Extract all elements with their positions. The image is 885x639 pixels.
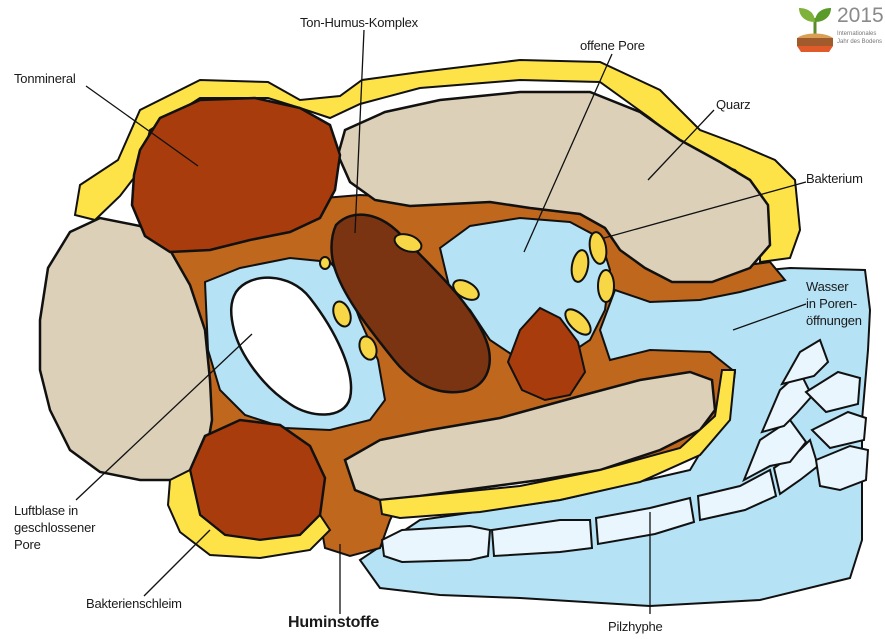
- logo-line-1: Internationales: [837, 31, 876, 37]
- label-ton-humus-komplex: Ton-Humus-Komplex: [300, 14, 418, 31]
- plant-logo-icon: [795, 4, 835, 56]
- bacterium-3: [320, 257, 330, 269]
- label-offene-pore: offene Pore: [580, 37, 645, 54]
- logo-year: 2015: [837, 4, 884, 28]
- label-wasser-line3: öffnungen: [806, 312, 862, 329]
- iyos-2015-logo: 2015 Internationales Jahr des Bodens: [795, 4, 883, 60]
- label-quarz: Quarz: [716, 96, 750, 113]
- label-wasser-line2: in Poren-: [806, 295, 857, 312]
- label-pilzhyphe: Pilzhyphe: [608, 618, 663, 635]
- label-wasser-line1: Wasser: [806, 278, 848, 295]
- label-luftblase-line1: Luftblase in: [14, 502, 78, 519]
- label-luftblase-line3: Pore: [14, 536, 41, 553]
- label-luftblase-line2: geschlossener: [14, 519, 95, 536]
- label-huminstoffe: Huminstoffe: [288, 614, 379, 631]
- logo-line-2: Jahr des Bodens: [837, 39, 882, 45]
- label-tonmineral: Tonmineral: [14, 70, 76, 87]
- label-bakterium: Bakterium: [806, 170, 863, 187]
- bacterium-8: [598, 270, 614, 302]
- label-bakterienschleim: Bakterienschleim: [86, 595, 182, 612]
